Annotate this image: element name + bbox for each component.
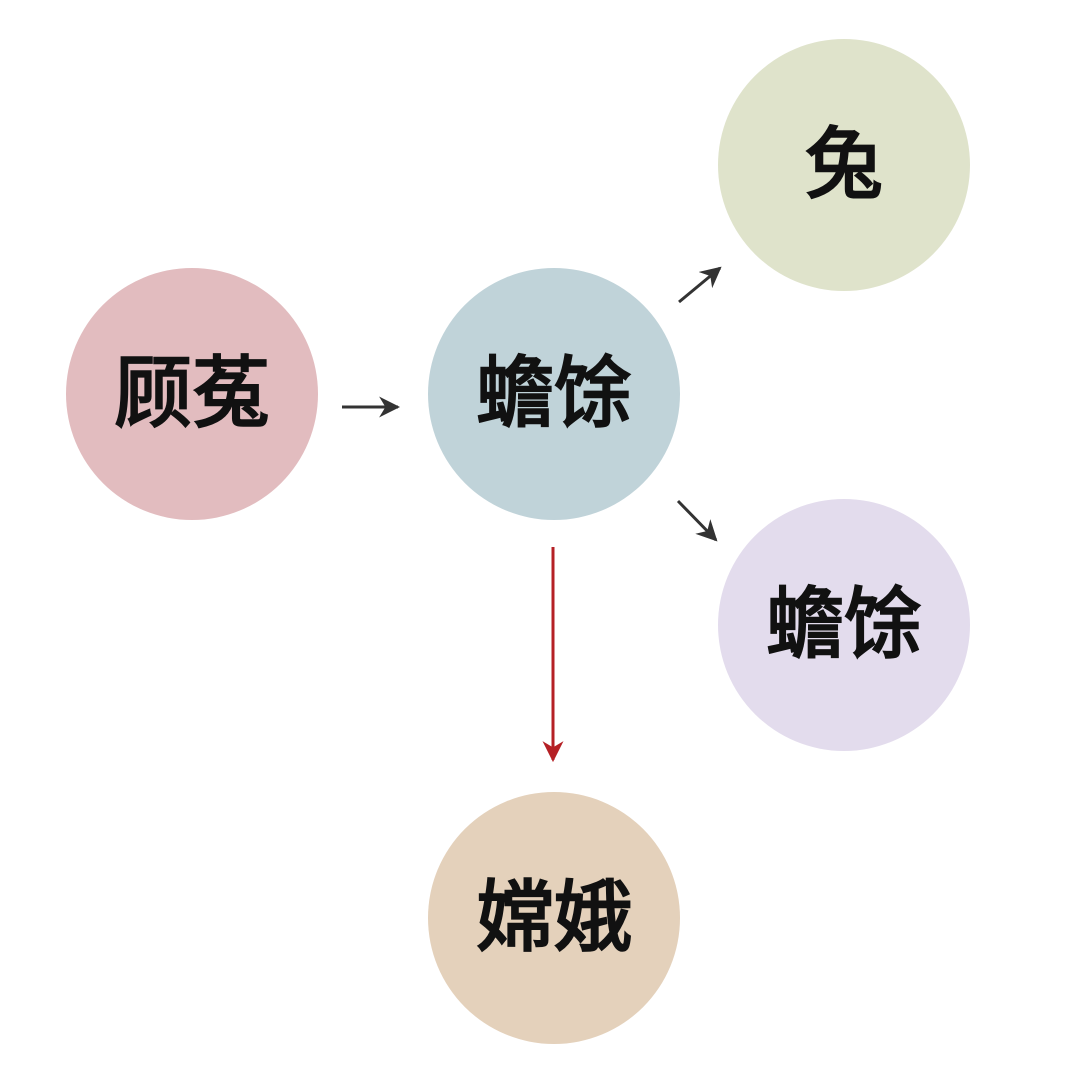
node-tu-label: 兔 <box>804 119 883 210</box>
node-gu-tu: 顾菟 <box>66 268 318 520</box>
node-chang-e-label: 嫦娥 <box>475 872 632 963</box>
arrow-chan-chu-to-tu <box>678 266 722 304</box>
arrow-chan-chu-to-chan-chu-right <box>676 499 718 542</box>
node-chan-chu-center: 蟾馀 <box>428 268 680 520</box>
node-chan-chu-right: 蟾馀 <box>718 499 970 751</box>
node-chan-chu-center-label: 蟾馀 <box>475 348 632 439</box>
node-chang-e: 嫦娥 <box>428 792 680 1044</box>
node-chan-chu-right-label: 蟾馀 <box>765 579 922 670</box>
node-tu: 兔 <box>718 39 970 291</box>
node-gu-tu-label: 顾菟 <box>113 348 270 439</box>
